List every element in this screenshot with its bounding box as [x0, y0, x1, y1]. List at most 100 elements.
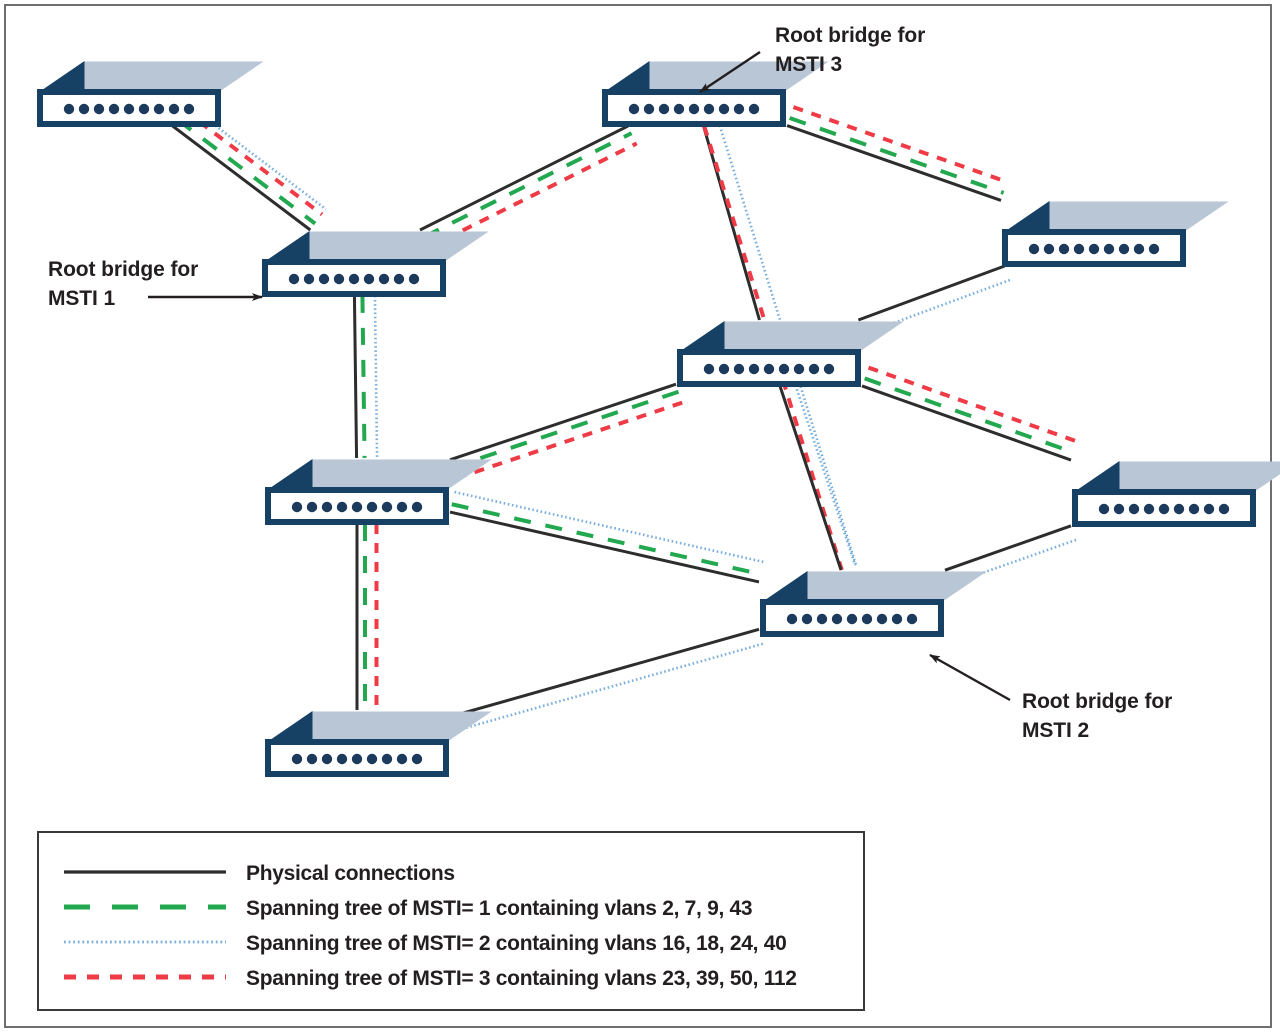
switch-sw-far-right[interactable]	[1072, 461, 1280, 527]
link-physical-sw-far-right-to-sw-msti2-root	[944, 524, 1072, 572]
switch-sw-mid-left[interactable]	[265, 459, 492, 525]
port-dot	[748, 103, 760, 115]
port-dot	[396, 753, 408, 765]
legend-box	[37, 831, 865, 1011]
link-msti2-sw-far-right-to-sw-msti2-root	[949, 538, 1077, 586]
link-msti2-sw-msti1-root-to-sw-mid-left	[373, 295, 379, 458]
annotation-line-1: Root bridge for	[1022, 690, 1172, 713]
link-msti2-sw-mid-left-to-sw-msti2-root	[454, 490, 764, 564]
port-dot	[1098, 503, 1110, 515]
port-dot	[786, 613, 798, 625]
port-dot	[351, 753, 363, 765]
link-physical-sw-center-to-sw-far-right	[861, 384, 1072, 462]
port-dot	[138, 103, 150, 115]
switch-port-row	[63, 103, 195, 115]
link-physical-sw-msti3-root-to-sw-upper-right	[786, 124, 1002, 202]
port-dot	[318, 273, 330, 285]
port-dot	[1158, 503, 1170, 515]
link-msti2-sw-bottom-left-to-sw-msti2-root	[453, 642, 764, 733]
port-dot	[411, 501, 423, 513]
port-dot	[718, 103, 730, 115]
port-dot	[366, 501, 378, 513]
port-dot	[1128, 503, 1140, 515]
port-dot	[63, 103, 75, 115]
port-dot	[336, 753, 348, 765]
port-dot	[688, 103, 700, 115]
port-dot	[291, 753, 303, 765]
port-dot	[381, 753, 393, 765]
port-dot	[628, 103, 640, 115]
switch-sw-msti1-root[interactable]	[262, 231, 489, 297]
link-physical-sw-top-left-to-sw-msti1-root	[171, 124, 312, 232]
link-msti1-sw-msti1-root-to-sw-mid-left	[360, 295, 367, 458]
switch-sw-top-left[interactable]	[37, 61, 264, 127]
switch-sw-msti3-root[interactable]	[602, 61, 829, 127]
port-dot	[1103, 243, 1115, 255]
link-physical-sw-bottom-left-to-sw-msti2-root	[449, 627, 760, 719]
switch-sw-upper-right[interactable]	[1002, 201, 1229, 267]
port-dot	[153, 103, 165, 115]
link-msti3-sw-msti1-root-to-sw-msti3-root	[427, 141, 638, 250]
port-dot	[1073, 243, 1085, 255]
port-dot	[363, 273, 375, 285]
annotation-line-2: MSTI 2	[1022, 719, 1089, 742]
link-msti3-sw-top-left-to-sw-msti1-root	[183, 108, 324, 217]
port-dot	[703, 103, 715, 115]
legend-label-msti3: Spanning tree of MSTI= 3 containing vlan…	[246, 967, 797, 990]
switch-port-row	[703, 363, 835, 375]
port-dot	[396, 501, 408, 513]
port-dot	[306, 501, 318, 513]
port-dot	[1133, 243, 1145, 255]
nodes-layer	[37, 61, 1280, 777]
link-physical-sw-upper-right-to-sw-center	[857, 264, 1006, 322]
port-dot	[1058, 243, 1070, 255]
port-dot	[336, 501, 348, 513]
port-dot	[733, 363, 745, 375]
port-dot	[78, 103, 90, 115]
link-msti2-sw-center-to-sw-msti2-root	[792, 380, 857, 566]
port-dot	[291, 501, 303, 513]
link-msti3-sw-center-to-sw-far-right	[867, 365, 1079, 444]
switch-port-row	[291, 753, 423, 765]
link-physical-sw-center-to-sw-mid-left	[449, 382, 677, 462]
port-dot	[1113, 503, 1125, 515]
legend-label-msti1: Spanning tree of MSTI= 1 containing vlan…	[246, 897, 752, 920]
port-dot	[93, 103, 105, 115]
port-dot	[748, 363, 760, 375]
legend-label-physical: Physical connections	[246, 862, 455, 885]
port-dot	[1148, 243, 1160, 255]
port-dot	[348, 273, 360, 285]
link-physical-sw-msti1-root-to-sw-msti3-root	[419, 124, 629, 232]
link-msti1-sw-mid-left-to-sw-msti2-root	[451, 502, 762, 577]
port-dot	[808, 363, 820, 375]
port-dot	[411, 753, 423, 765]
switch-port-row	[628, 103, 760, 115]
port-dot	[763, 363, 775, 375]
port-dot	[378, 273, 390, 285]
annotation-arrow-icon	[929, 653, 1011, 702]
link-msti1-sw-center-to-sw-mid-left	[451, 389, 680, 470]
link-physical-sw-center-to-sw-msti2-root	[778, 385, 843, 571]
port-dot	[831, 613, 843, 625]
port-dot	[1143, 503, 1155, 515]
port-dot	[801, 613, 813, 625]
port-dot	[718, 363, 730, 375]
link-msti1-sw-msti3-root-to-sw-upper-right	[788, 116, 1005, 195]
port-dot	[306, 753, 318, 765]
switch-sw-bottom-left[interactable]	[265, 711, 492, 777]
port-dot	[1043, 243, 1055, 255]
port-dot	[408, 273, 420, 285]
switch-sw-center[interactable]	[677, 321, 904, 387]
link-msti1-sw-msti1-root-to-sw-msti3-root	[422, 131, 633, 239]
port-dot	[906, 613, 918, 625]
port-dot	[183, 103, 195, 115]
switch-sw-msti2-root[interactable]	[760, 571, 987, 637]
port-dot	[1203, 503, 1215, 515]
link-msti2-sw-top-left-to-sw-msti1-root	[187, 104, 327, 211]
port-dot	[321, 753, 333, 765]
switch-port-row	[786, 613, 918, 625]
port-dot	[823, 363, 835, 375]
